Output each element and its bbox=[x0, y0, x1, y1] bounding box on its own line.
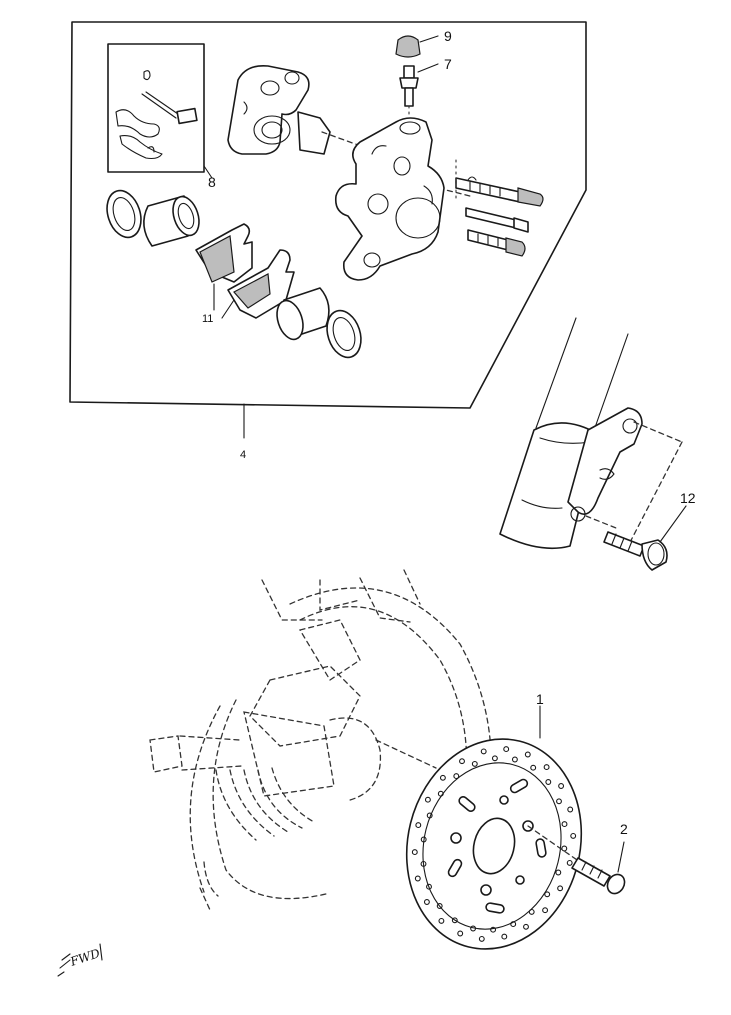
disc-vent-hole bbox=[453, 773, 460, 780]
disc-vent-hole bbox=[490, 926, 497, 933]
piston-seal-left bbox=[106, 189, 142, 239]
disc-vent-hole bbox=[511, 756, 518, 763]
disc-vent-hole bbox=[545, 779, 552, 785]
caliper-mount-bolt bbox=[603, 505, 687, 571]
forward-direction-marker: FWD bbox=[57, 943, 103, 977]
disc-vent-hole bbox=[491, 755, 498, 762]
caliper-bolt-lower bbox=[467, 229, 526, 257]
callout-11: 11 bbox=[202, 313, 213, 325]
seal-kit-parts bbox=[115, 70, 198, 160]
disc-vent-hole bbox=[558, 783, 565, 789]
disc-bolt bbox=[527, 825, 626, 895]
disc-vent-hole bbox=[426, 812, 433, 819]
piston-seal-right bbox=[326, 309, 362, 359]
piston-right bbox=[276, 287, 330, 341]
disc-vent-hole bbox=[524, 751, 531, 758]
disc-vent-hole bbox=[415, 822, 422, 829]
callout-7: 7 bbox=[444, 56, 452, 72]
callout-2: 2 bbox=[620, 821, 628, 837]
disc-vent-hole bbox=[503, 746, 510, 753]
disc-vent-hole bbox=[424, 796, 431, 803]
disc-vent-hole bbox=[561, 821, 568, 828]
disc-vent-hole bbox=[457, 930, 464, 937]
disc-vent-hole bbox=[523, 923, 529, 930]
disc-vent-hole bbox=[426, 883, 432, 890]
disc-vent-hole bbox=[437, 790, 444, 797]
callout-9: 9 bbox=[444, 28, 452, 44]
seal-kit-box bbox=[107, 43, 205, 173]
disc-vent-hole bbox=[480, 748, 487, 755]
callout-12: 12 bbox=[680, 490, 696, 506]
disc-vent-hole bbox=[420, 860, 427, 867]
disc-vent-hole bbox=[420, 836, 427, 843]
caliper-bracket bbox=[227, 64, 331, 155]
disc-vent-hole bbox=[436, 903, 443, 909]
callout-1: 1 bbox=[536, 691, 544, 707]
disc-vent-hole bbox=[439, 774, 446, 781]
fork-leg bbox=[499, 317, 683, 551]
bleed-cap bbox=[395, 35, 439, 58]
disc-vent-hole bbox=[423, 899, 430, 905]
bleed-screw bbox=[399, 63, 439, 123]
disc-vent-hole bbox=[501, 933, 508, 940]
disc-vent-hole bbox=[561, 845, 568, 852]
caliper-bolt-upper bbox=[455, 177, 544, 207]
caliper-assembly-frame bbox=[69, 21, 587, 409]
disc-vent-hole bbox=[556, 798, 562, 805]
callout-4: 4 bbox=[240, 449, 246, 461]
disc-vent-hole bbox=[470, 925, 477, 932]
disc-vent-hole bbox=[478, 935, 485, 942]
caliper-assembly-group bbox=[69, 21, 587, 439]
piston-left bbox=[143, 195, 200, 247]
callout-8: 8 bbox=[208, 174, 216, 190]
disc-vent-hole bbox=[471, 760, 478, 767]
disc-vent-hole bbox=[530, 764, 537, 771]
disc-vent-hole bbox=[570, 832, 577, 839]
disc-vent-hole bbox=[510, 921, 517, 928]
brake-pads bbox=[195, 223, 295, 319]
disc-vent-hole bbox=[543, 764, 550, 771]
disc-vent-hole bbox=[459, 758, 465, 765]
disc-vent-hole bbox=[414, 875, 421, 882]
caliper-body bbox=[334, 117, 445, 281]
forward-label: FWD bbox=[68, 946, 102, 969]
disc-vent-hole bbox=[557, 885, 564, 892]
disc-vent-hole bbox=[544, 891, 551, 898]
disc-vent-hole bbox=[542, 907, 549, 914]
disc-vent-hole bbox=[528, 908, 535, 915]
disc-vent-hole bbox=[411, 849, 418, 856]
pad-pin bbox=[465, 207, 529, 233]
brake-disc bbox=[405, 738, 583, 950]
disc-vent-hole bbox=[451, 917, 458, 924]
disc-vent-hole bbox=[555, 869, 562, 876]
disc-vent-hole bbox=[438, 917, 445, 924]
disc-vent-hole bbox=[566, 859, 573, 866]
disc-vent-hole bbox=[567, 806, 574, 813]
